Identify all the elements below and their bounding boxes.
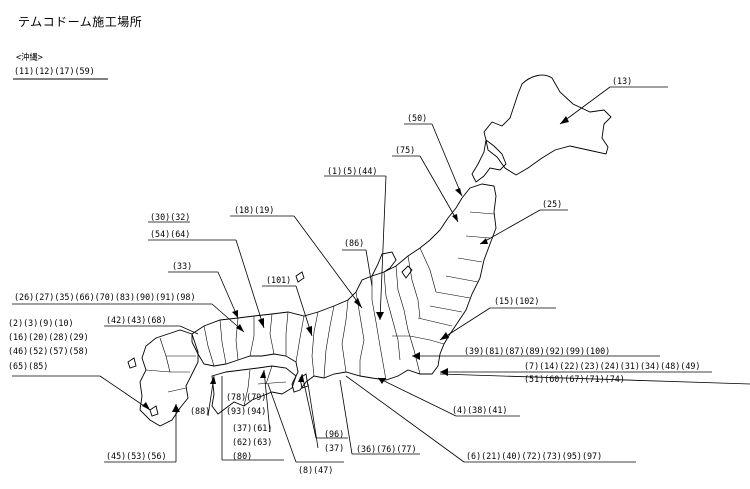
site-label-13: (13): [612, 76, 633, 86]
site-label-18-19: (18)(19): [234, 205, 275, 215]
kyushu-outline: [139, 329, 199, 427]
site-label-37: (37): [324, 443, 345, 453]
site-label-42-43-68: (42)(43)(68): [106, 315, 167, 325]
leader-lines: [12, 86, 750, 463]
kyushu-islands: [127, 357, 159, 417]
site-label-45-56: (45)(53)(56): [106, 451, 167, 461]
site-label-62-63: (62)(63): [232, 437, 273, 447]
site-label-96: (96): [324, 429, 345, 439]
hokkaido-outline: [483, 74, 612, 176]
site-label-51-74: (51)(60)(67)(71)(74): [524, 374, 625, 384]
site-label-26-98: (26)(27)(35)(66)(70)(83)(90)(91)(98): [14, 292, 196, 302]
site-label-2-10: (2)(3)(9)(10): [8, 318, 74, 328]
sado-island: [401, 265, 413, 279]
site-label-78-79: (78)(79): [226, 392, 267, 402]
site-label-101: (101): [266, 275, 292, 285]
prefecture-lines: [203, 211, 495, 381]
site-label-25: (25): [542, 199, 563, 209]
site-label-36-76-77: (36)(76)(77): [356, 444, 417, 454]
site-label-50: (50): [407, 113, 428, 123]
site-label-16-29: (16)(20)(28)(29): [8, 332, 89, 342]
site-label-37-61: (37)(61): [232, 423, 273, 433]
noto-peninsula: [371, 251, 397, 277]
oki-island: [295, 271, 305, 283]
site-label-15-102: (15)(102): [494, 296, 540, 306]
site-label-93-94: (93)(94): [226, 406, 267, 416]
site-label-8-47: (8)(47): [298, 465, 334, 475]
okinawa-heading: <沖縄>: [16, 52, 43, 62]
site-label-39-100: (39)(81)(87)(89)(92)(99)(100): [464, 346, 611, 356]
hokkaido-peninsula: [471, 139, 507, 183]
site-label-1-5-44: (1)(5)(44): [327, 166, 378, 176]
site-label-88: (88): [190, 406, 211, 416]
site-label-75: (75): [395, 145, 416, 155]
site-label-80: (80): [232, 451, 253, 461]
site-label-4-38-41: (4)(38)(41): [452, 405, 508, 415]
page-title: テムコドーム施工場所: [18, 15, 143, 29]
site-label-30-32: (30)(32): [150, 212, 191, 222]
shikoku-divisions: [243, 365, 287, 407]
site-label-54-64: (54)(64): [150, 229, 191, 239]
site-label-6-97: (6)(21)(40)(72)(73)(95)(97): [466, 451, 603, 461]
kyushu-divisions: [145, 337, 196, 393]
site-label-86: (86): [344, 238, 365, 248]
okinawa-site-numbers: (11)(12)(17)(59): [14, 66, 95, 76]
site-label-7-49: (7)(14)(22)(23)(24)(31)(34)(48)(49): [524, 361, 701, 371]
shikoku-outline: [211, 365, 297, 415]
site-label-65-85: (65)(85): [8, 361, 49, 371]
site-label-46-58: (46)(52)(57)(58): [8, 346, 89, 356]
site-label-33: (33): [172, 261, 193, 271]
site-markers: [142, 116, 569, 412]
honshu-outline: [191, 183, 497, 393]
